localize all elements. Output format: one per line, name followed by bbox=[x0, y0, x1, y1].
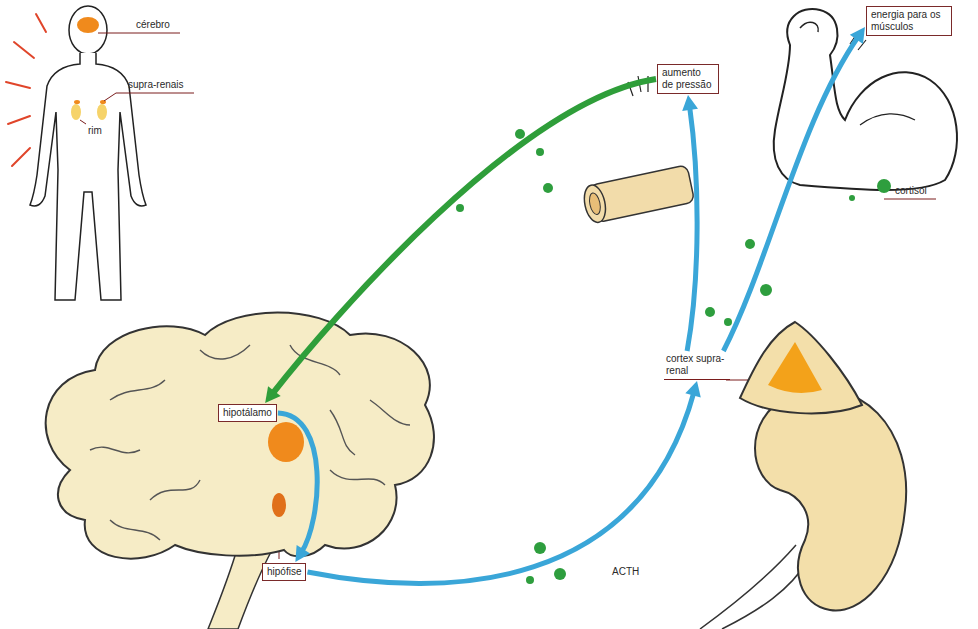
kidney-adrenal bbox=[700, 322, 906, 629]
hormone-dot bbox=[849, 195, 855, 201]
hormone-dot bbox=[534, 542, 546, 554]
hormone-label: ACTH bbox=[610, 566, 641, 578]
head bbox=[69, 6, 107, 54]
arrow-head bbox=[265, 386, 281, 403]
structure-label: cortex supra-renal bbox=[664, 352, 730, 380]
flexed-arm bbox=[774, 9, 957, 190]
hormone-dot bbox=[536, 148, 544, 156]
hormone-dot bbox=[526, 576, 534, 584]
fold bbox=[110, 380, 165, 400]
fist-detail bbox=[800, 22, 818, 32]
hormone-dot bbox=[760, 284, 772, 296]
leader-line bbox=[884, 199, 936, 200]
node-text: energia para os músculos bbox=[871, 9, 947, 33]
body-part-label: cérebro bbox=[134, 19, 172, 31]
kidney bbox=[755, 389, 906, 610]
hormone-pathway-arrow bbox=[307, 392, 694, 584]
adrenal-gland bbox=[740, 322, 862, 413]
fold bbox=[150, 480, 200, 500]
hormone-dot bbox=[745, 239, 755, 249]
body-part-label: rim bbox=[86, 125, 104, 137]
arrow-head bbox=[685, 381, 700, 398]
hormone-dots bbox=[456, 129, 891, 584]
ureter bbox=[700, 545, 808, 629]
hypothalamus-shape bbox=[268, 422, 304, 462]
human-figure bbox=[30, 6, 146, 300]
kidney-spot bbox=[97, 104, 107, 120]
arrow-head bbox=[682, 95, 698, 111]
hormone-pathway-arrow bbox=[687, 106, 697, 351]
fold bbox=[330, 410, 355, 455]
effect-label-box: energia para os músculos bbox=[866, 6, 952, 36]
blood-vessel bbox=[581, 165, 695, 225]
node-text: cortex supra-renal bbox=[666, 353, 728, 377]
stress-mark bbox=[8, 116, 30, 124]
brainstem bbox=[208, 546, 272, 629]
effect-label-box: aumento de pressão bbox=[657, 64, 719, 94]
kidney-spot bbox=[71, 104, 81, 120]
hormone-dot bbox=[554, 568, 566, 580]
body-part-label: supra-renais bbox=[126, 79, 186, 91]
leader-line bbox=[104, 93, 194, 101]
leader-line bbox=[80, 120, 86, 124]
brain-outline bbox=[46, 313, 434, 559]
arrow-head bbox=[850, 27, 865, 44]
structure-label-box: hipófise bbox=[262, 563, 306, 581]
arrow-head bbox=[295, 545, 310, 562]
brain-folds bbox=[90, 345, 410, 540]
adrenal-spot bbox=[74, 100, 80, 104]
fold bbox=[110, 520, 160, 540]
hormone-dot bbox=[543, 183, 553, 193]
structure-label-box: hipotálamo bbox=[218, 404, 277, 422]
stress-mark bbox=[36, 14, 46, 32]
fold bbox=[200, 345, 250, 359]
stress-mark bbox=[6, 82, 30, 88]
hormone-dot bbox=[705, 307, 715, 317]
hormone-pathway-arrow bbox=[278, 413, 317, 553]
hormone-dot bbox=[877, 179, 891, 193]
pituitary-shape bbox=[272, 493, 286, 517]
fold bbox=[90, 447, 140, 453]
stress-mark bbox=[12, 148, 30, 166]
fold bbox=[370, 400, 410, 425]
body-outline bbox=[30, 53, 146, 300]
biceps-line bbox=[860, 114, 915, 125]
node-text: aumento de pressão bbox=[662, 67, 714, 91]
hormone-pathway-arrow bbox=[723, 36, 858, 351]
hormone-label: cortisol bbox=[893, 185, 929, 197]
hormone-dot bbox=[724, 318, 732, 326]
adrenal-cortex bbox=[768, 342, 822, 393]
stress-mark bbox=[14, 42, 34, 58]
hormone-pathway-arrow bbox=[272, 79, 656, 394]
hormone-dot bbox=[456, 204, 464, 212]
arm-outline bbox=[774, 9, 957, 190]
node-text: hipófise bbox=[267, 566, 301, 578]
fold bbox=[330, 470, 385, 485]
brain-spot bbox=[77, 17, 99, 33]
leader-line bbox=[98, 33, 180, 34]
node-text: hipotálamo bbox=[223, 407, 272, 419]
vessel-lumen bbox=[588, 192, 602, 216]
hormone-dot bbox=[515, 129, 525, 139]
vessel-end bbox=[581, 183, 608, 224]
